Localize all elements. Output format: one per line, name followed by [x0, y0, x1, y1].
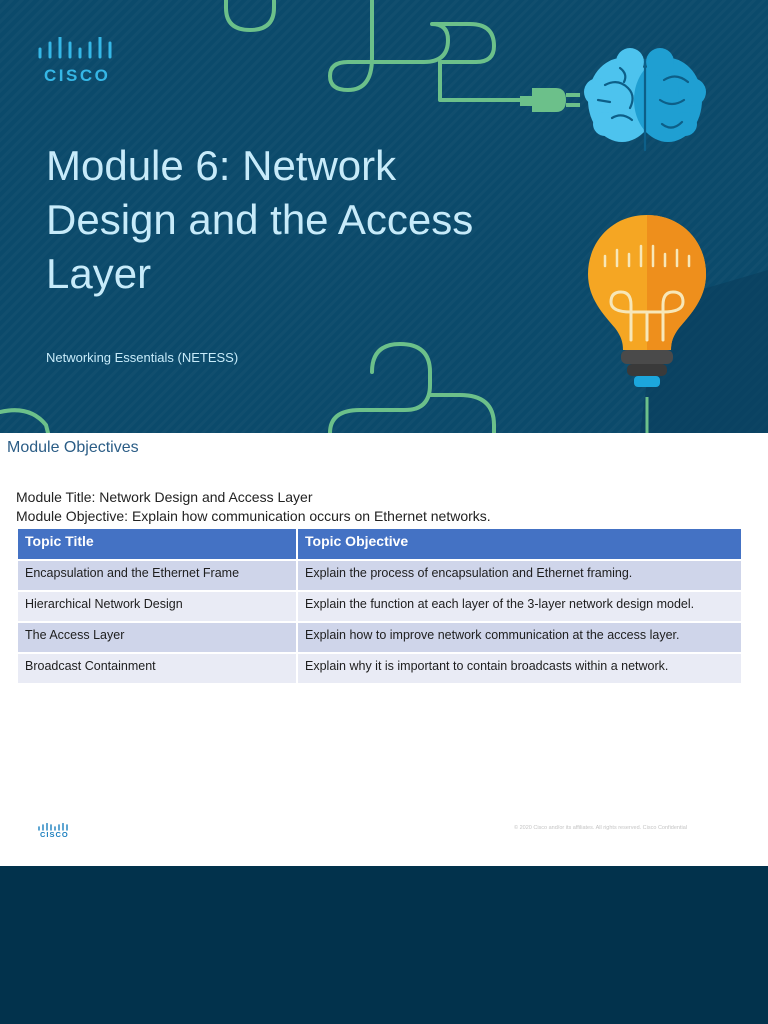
topic-title-cell: The Access Layer — [18, 622, 297, 654]
objectives-table: Topic Title Topic Objective Encapsulatio… — [18, 529, 741, 685]
column-header: Topic Title — [18, 529, 297, 561]
table-header-row: Topic Title Topic Objective — [18, 529, 741, 561]
slide-artwork — [0, 0, 768, 433]
title-line: Design and the Access — [46, 196, 474, 243]
topic-objective-cell: Explain how to improve network communica… — [296, 622, 741, 654]
cisco-logo-text: CISCO — [44, 66, 111, 85]
objectives-slide: Module Objectives Module Title: Network … — [0, 433, 768, 866]
slide-heading: Module Objectives — [7, 439, 139, 456]
table-row: Hierarchical Network Design Explain the … — [18, 591, 741, 623]
topic-title-cell: Encapsulation and the Ethernet Frame — [18, 560, 297, 592]
cisco-logo-icon — [38, 37, 112, 59]
lightbulb-icon — [588, 215, 768, 433]
plug-icon — [520, 88, 580, 112]
table-row: Encapsulation and the Ethernet Frame Exp… — [18, 560, 741, 592]
title-line: Module 6: Network — [46, 142, 397, 189]
topic-objective-cell: Explain the function at each layer of th… — [296, 591, 741, 623]
column-header: Topic Objective — [296, 529, 741, 561]
page-background-band — [0, 866, 768, 1024]
topic-objective-cell: Explain why it is important to contain b… — [296, 653, 741, 685]
table-row: The Access Layer Explain how to improve … — [18, 622, 741, 654]
brain-icon — [584, 48, 706, 152]
course-subtitle: Networking Essentials (NETESS) — [46, 350, 239, 365]
footer-cisco-logo-icon — [38, 823, 68, 831]
topic-title-cell: Broadcast Containment — [18, 653, 297, 685]
table-row: Broadcast Containment Explain why it is … — [18, 653, 741, 685]
module-title-line: Module Title: Network Design and Access … — [16, 489, 313, 505]
title-slide: CISCO Module 6: Network Design and the A… — [0, 0, 768, 433]
topic-title-cell: Hierarchical Network Design — [18, 591, 297, 623]
copyright-notice: © 2020 Cisco and/or its affiliates. All … — [514, 825, 688, 831]
module-objective-line: Module Objective: Explain how communicat… — [16, 508, 491, 524]
circuit-line-graphic — [0, 0, 524, 433]
footer-logo-text: CISCO — [40, 830, 69, 839]
slide-title: Module 6: Network Design and the Access … — [46, 139, 546, 301]
topic-objective-cell: Explain the process of encapsulation and… — [296, 560, 741, 592]
title-line: Layer — [46, 250, 152, 297]
